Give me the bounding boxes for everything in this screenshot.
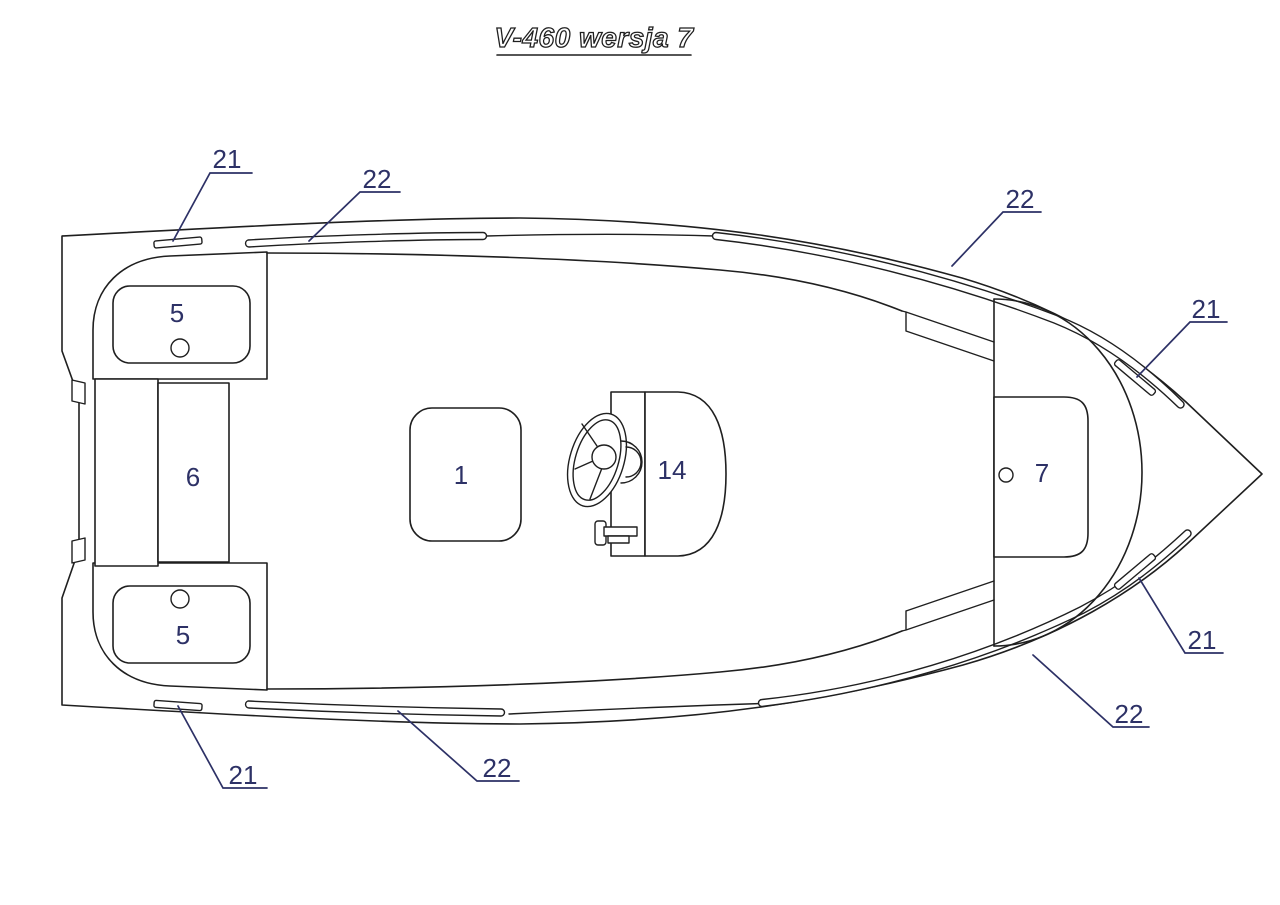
gunwale-fittings	[153, 231, 1192, 717]
throttle-arm	[603, 526, 638, 537]
leader-rubstrake-bottom-right	[1032, 654, 1150, 728]
rubstrake-bottom-left	[244, 700, 506, 717]
throttle-base	[607, 535, 630, 544]
leader-rubstrake-bottom-left	[397, 710, 520, 782]
rubstrake-top-left	[244, 231, 488, 248]
callout-handle-bow-bottom: 21	[1188, 625, 1217, 655]
callout-cleat-top-left: 21	[213, 144, 242, 174]
leader-rubstrake-top-right	[951, 211, 1042, 267]
label-bow-hatch: 7	[1035, 458, 1049, 488]
handle-bow-bottom	[1113, 553, 1157, 590]
side-step-bottom	[901, 580, 995, 632]
gunwale-line-bottom	[508, 702, 763, 715]
transom-bracket-top	[71, 379, 86, 405]
callout-rubstrake-top-right: 22	[1006, 184, 1035, 214]
label-stern-bench: 6	[186, 462, 200, 492]
rubstrake-top-right	[711, 231, 1185, 409]
side-step-top	[901, 310, 995, 362]
seat	[409, 407, 522, 542]
steering-wheel-hub	[591, 444, 617, 470]
drawing-title: V-460 wersja 7	[495, 22, 695, 53]
leader-handle-bow-top	[1136, 321, 1228, 378]
bow-hatch-latch	[998, 467, 1014, 483]
bow-hatch-group	[993, 396, 1089, 558]
console-group	[566, 391, 727, 557]
console-body	[644, 391, 727, 557]
storage-hatch-top	[112, 285, 251, 364]
cockpit-edges	[266, 252, 1143, 690]
cockpit-inner-edge-top	[266, 252, 903, 312]
helm-bracket	[620, 440, 643, 484]
part-labels: 1 5 5 6 7 14	[170, 298, 1049, 650]
steering-wheel-rim-inner	[572, 419, 622, 501]
cockpit-inner-edge-bottom	[266, 630, 903, 690]
stern-bench	[157, 382, 230, 563]
storage-hatch-bottom	[112, 585, 251, 664]
cleat-top-left	[153, 236, 203, 249]
leader-cleat-top-left	[172, 172, 253, 242]
callout-cleat-bottom-left: 21	[229, 760, 258, 790]
storage-hatch-top-latch	[170, 338, 190, 358]
callout-rubstrake-bottom-left: 22	[483, 753, 512, 783]
steering-wheel	[566, 412, 643, 508]
storage-hatch-bottom-latch	[170, 589, 190, 609]
leader-handle-bow-bottom	[1138, 577, 1224, 654]
callout-rubstrake-top-left: 22	[363, 164, 392, 194]
gunwale-line-top	[486, 233, 715, 237]
label-seat: 1	[454, 460, 468, 490]
throttle-lever	[594, 520, 638, 546]
leader-cleat-bottom-left	[177, 705, 268, 789]
foredeck-inner-arc	[993, 298, 1143, 647]
engine-well	[94, 378, 159, 567]
label-storage-top: 5	[170, 298, 184, 328]
leader-rubstrake-top-left	[308, 191, 401, 242]
rubstrake-bottom-right	[757, 529, 1192, 708]
callout-handle-bow-top: 21	[1192, 294, 1221, 324]
bow-hatch	[993, 396, 1089, 558]
transom-bracket-bottom	[71, 537, 86, 564]
handle-bow-top	[1113, 359, 1157, 396]
steering-wheel-spokes	[574, 423, 603, 500]
label-storage-bottom: 5	[176, 620, 190, 650]
callout-rubstrake-bottom-right: 22	[1115, 699, 1144, 729]
label-steering-console: 14	[658, 455, 687, 485]
callouts: 21 22 22 21 21 22 22 21	[172, 144, 1228, 790]
